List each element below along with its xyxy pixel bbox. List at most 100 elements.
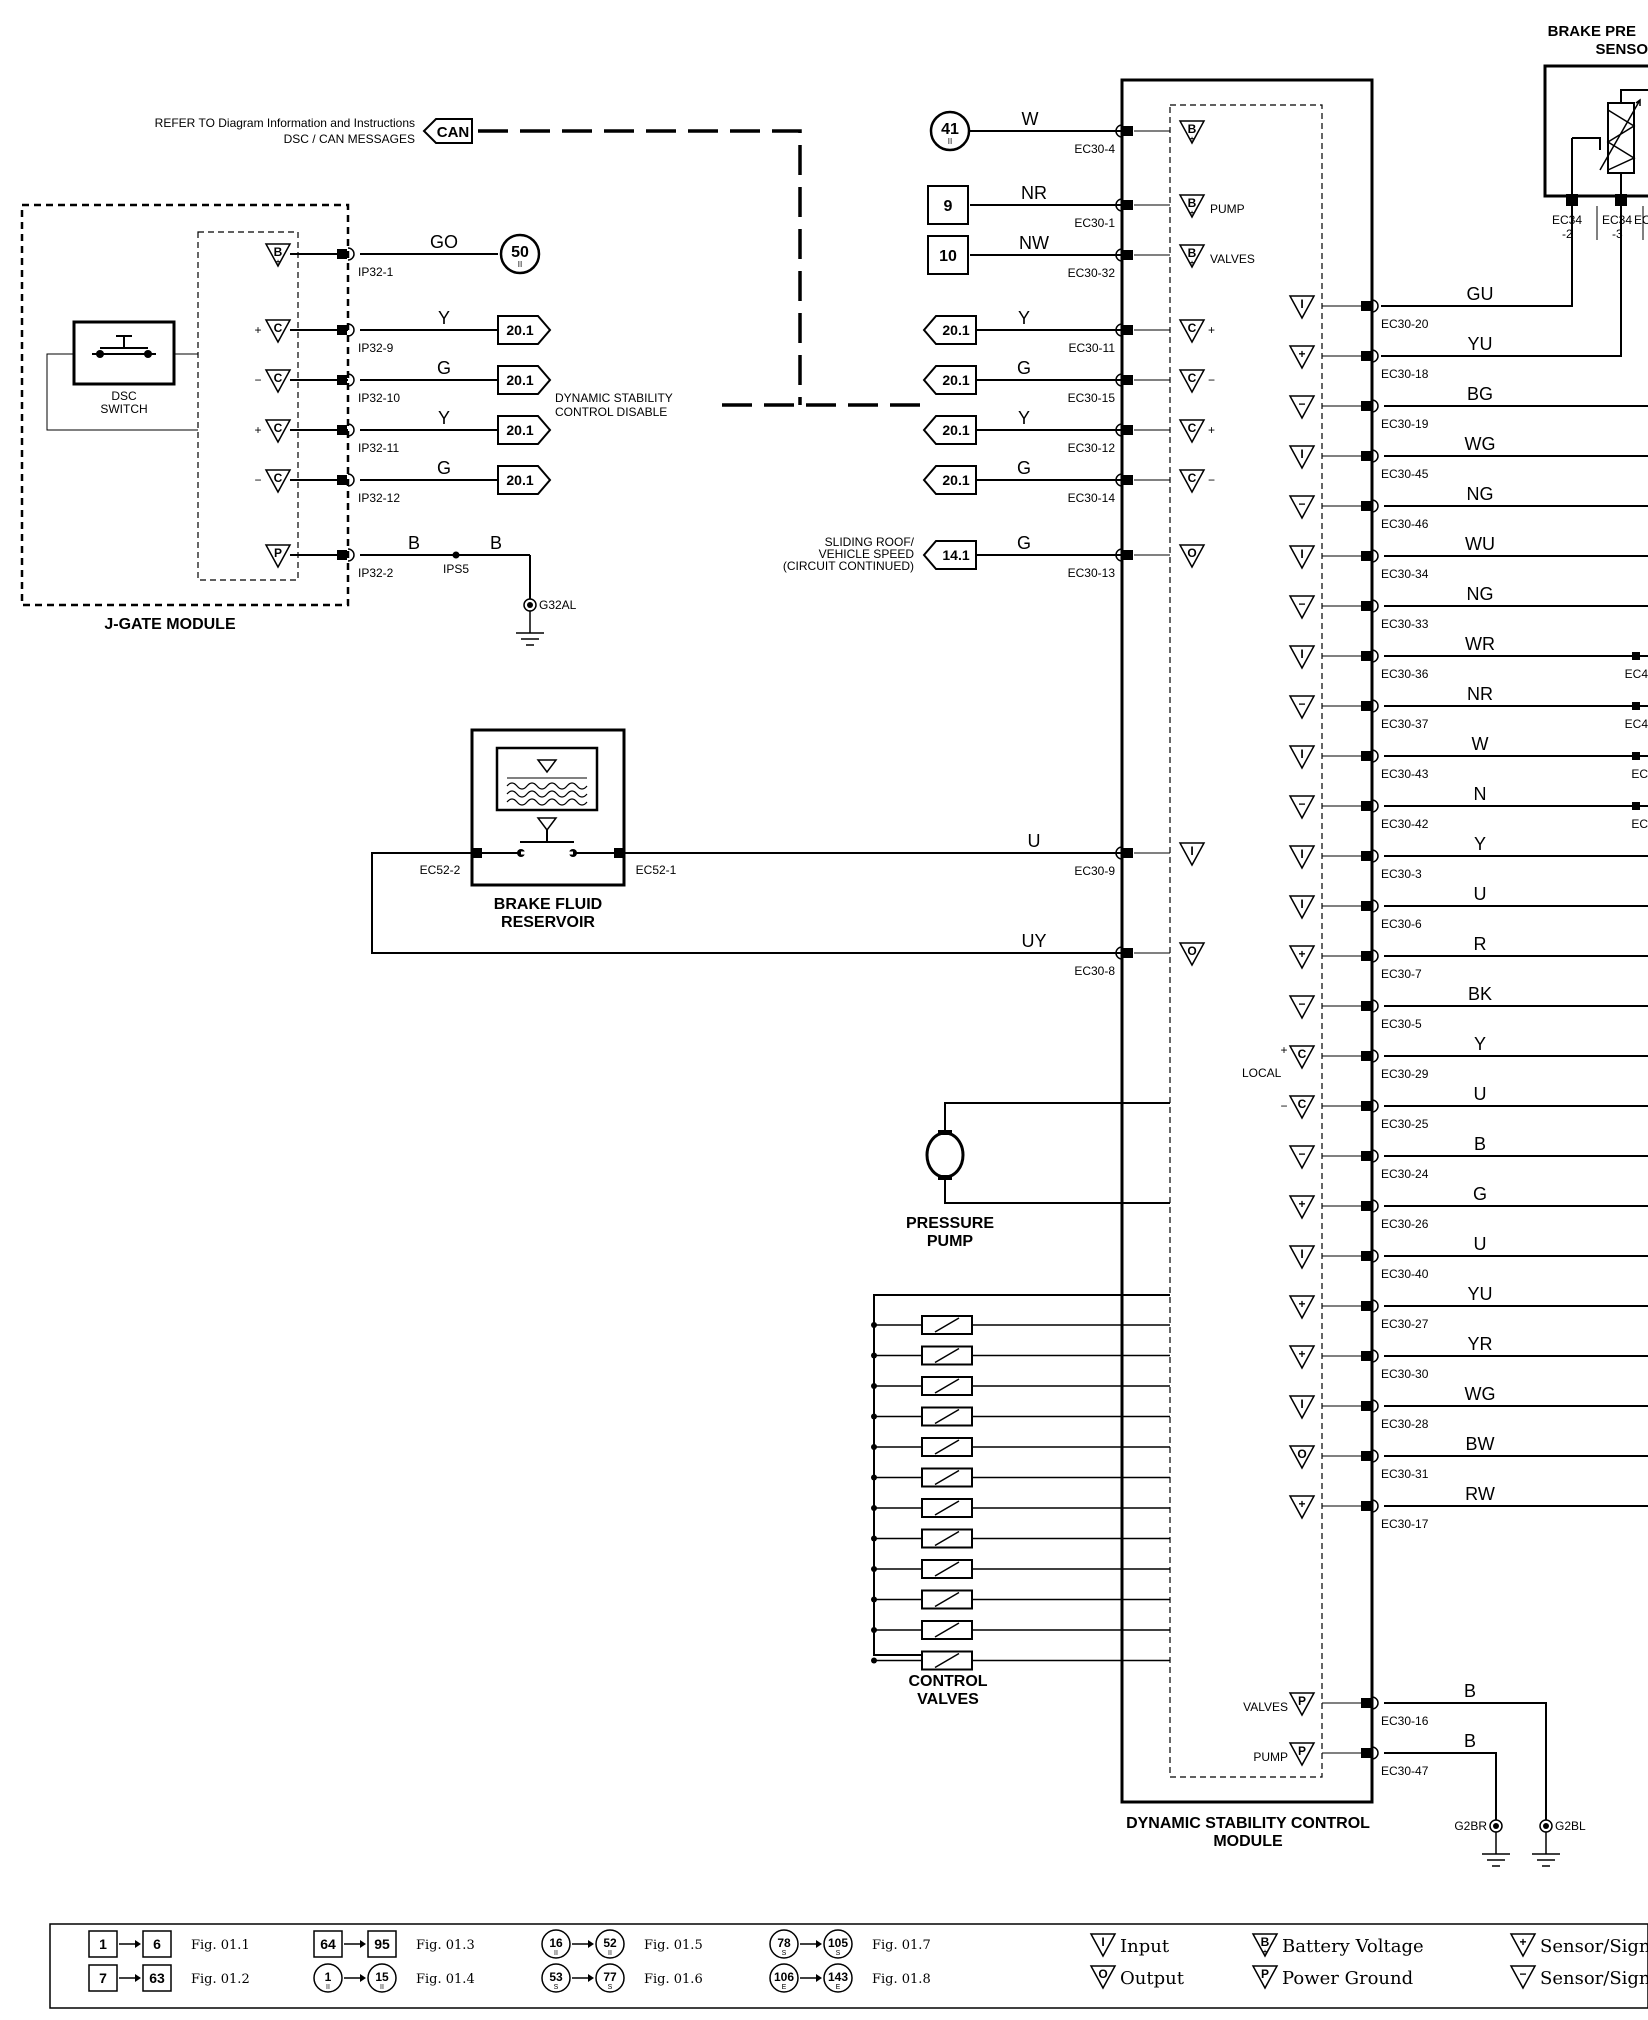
dsc-pin-ec30-5[interactable]: −EC30-5BK (1288, 984, 1648, 1031)
brake-fluid-reservoir[interactable]: BRAKE FLUID RESERVOIR EC52-2 EC52-1 (371, 728, 1122, 954)
wire-color: N (1474, 784, 1487, 804)
ground-label: G32AL (539, 598, 577, 612)
ref-arrow-right-20-1[interactable]: 20.1 (497, 465, 552, 495)
wire-color: BG (1467, 384, 1493, 404)
wire-color: WG (1465, 1384, 1496, 1404)
dsc-symbol-icon: + (1288, 1295, 1316, 1320)
dsc-pin-ec30-24[interactable]: −EC30-24B (1288, 1134, 1648, 1181)
ground-g2br-icon: G2BR (1454, 1819, 1510, 1867)
ref-box-10[interactable]: 10 (927, 235, 969, 275)
wire-color: GO (430, 232, 458, 252)
legend-fig-label: Fig. 01.1 (191, 1938, 250, 1953)
ref-box-9[interactable]: 9 (927, 185, 969, 225)
dsc-pin-ec30-7[interactable]: +EC30-7R (1288, 934, 1648, 981)
ref-arrow-left-20-1[interactable]: 20.1 (922, 465, 977, 495)
legend-sub: E (782, 1984, 787, 1991)
wire-color: NR (1467, 684, 1493, 704)
dsc-symbol-icon: B+ (1178, 194, 1206, 219)
control-valves[interactable]: CONTROL VALVES (871, 1294, 1170, 1708)
ref-arrow-left-20-1[interactable]: 20.1 (922, 365, 977, 395)
legend-symbol-3: B+Battery Voltage (1251, 1933, 1424, 1958)
dsc-switch[interactable]: DSC SWITCH (46, 320, 198, 431)
ref-arrow-right-20-1[interactable]: 20.1 (497, 365, 552, 395)
pin-label: EC30-31 (1381, 1467, 1429, 1481)
dsc-symbol-icon: O (1178, 942, 1206, 967)
wire-color: RW (1465, 1484, 1495, 1504)
dsc-pin-ec30-29[interactable]: C+EC30-29Y (1280, 1034, 1648, 1081)
ref-arrow-right-20-1[interactable]: 20.1 (497, 415, 552, 445)
pin-label: EC30-17 (1381, 1517, 1429, 1531)
ref-arrow-left-20-1[interactable]: 20.1 (922, 315, 977, 345)
dsc-symbol-icon: C (1178, 369, 1206, 394)
polarity-label: + (254, 423, 261, 437)
svg-text:C: C (274, 471, 283, 485)
dsc-pin-ec30-26[interactable]: +EC30-26G (1288, 1184, 1648, 1231)
can-reference[interactable]: REFER TO Diagram Information and Instruc… (155, 116, 924, 407)
connector-pin (1361, 399, 1379, 413)
reservoir-pin-left: EC52-2 (420, 863, 461, 877)
svg-text:I: I (1101, 1935, 1104, 1949)
wire-color: NG (1467, 584, 1494, 604)
ref-arrow-left-14-1[interactable]: 14.1 (922, 540, 977, 570)
ref-arrow-right-20-1[interactable]: 20.1 (497, 315, 552, 345)
connector-pin (1361, 1149, 1379, 1163)
control-valve (871, 1498, 1170, 1518)
dsc-pin-ec30-25[interactable]: C−EC30-25U (1280, 1084, 1648, 1131)
legend-to: 95 (374, 1936, 390, 1952)
ref-arrow-left-20-1[interactable]: 20.1 (922, 415, 977, 445)
connector-pin (1361, 1746, 1379, 1760)
svg-text:B: B (1261, 1935, 1270, 1949)
wire-color: Y (438, 408, 450, 428)
pressure-pump[interactable]: PRESSURE PUMP (906, 1102, 1170, 1250)
ref-label: 20.1 (506, 372, 533, 388)
connector-pin (1361, 599, 1379, 613)
